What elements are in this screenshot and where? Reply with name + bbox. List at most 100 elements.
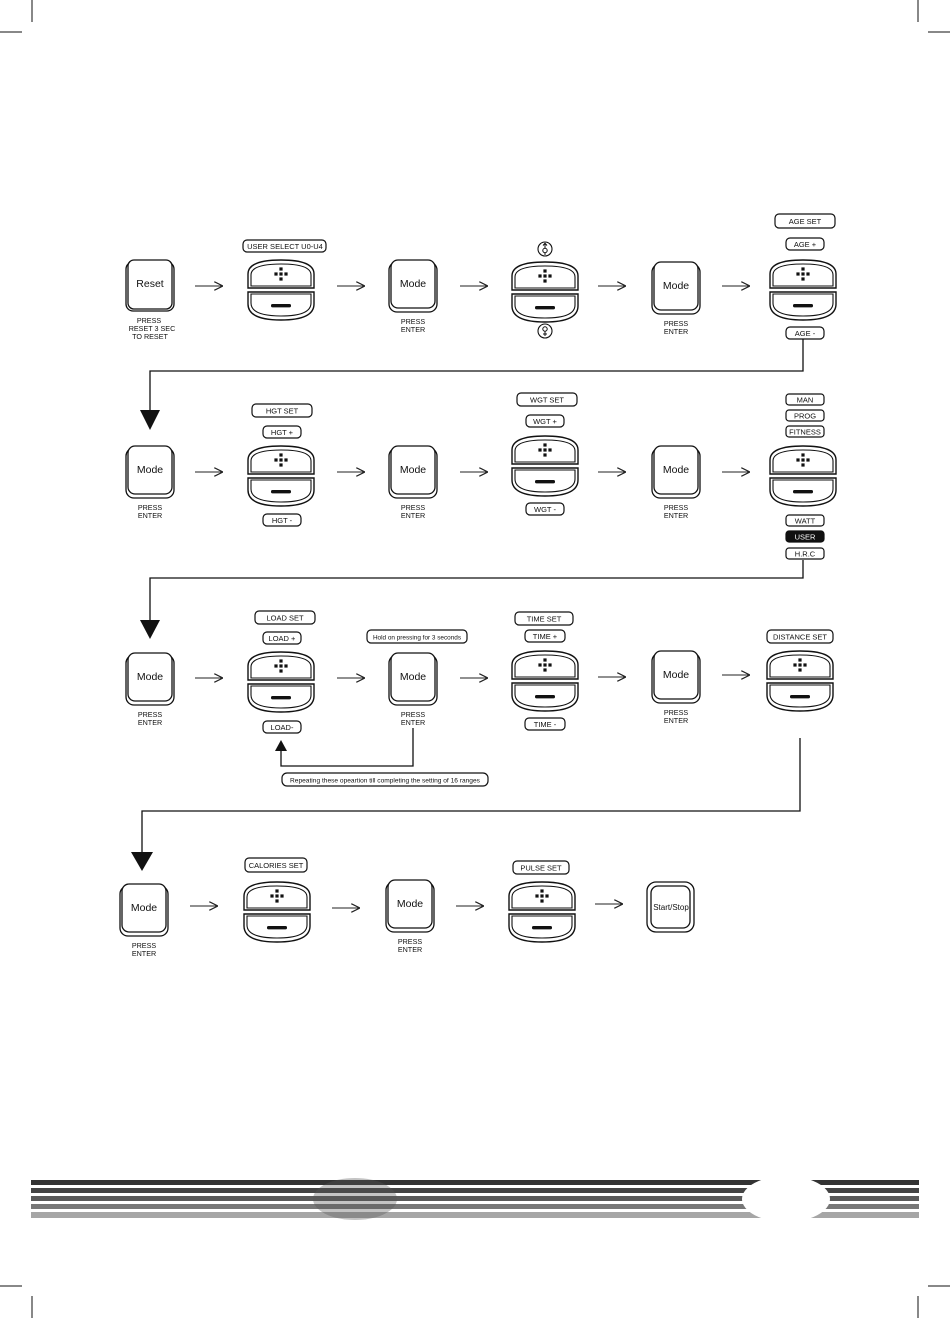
page-number-oval [742, 1176, 830, 1222]
age-plus-tag: AGE + [785, 237, 825, 251]
up-down-keypad-gender[interactable] [511, 261, 579, 323]
up-down-keypad-height[interactable] [247, 445, 315, 507]
svg-text:CALORIES SET: CALORIES SET [249, 861, 304, 870]
up-down-keypad-calories[interactable] [243, 881, 311, 943]
reset-button[interactable]: Reset [125, 259, 175, 312]
program-hrc-tag: H.R.C [785, 547, 825, 560]
up-down-keypad-weight[interactable] [511, 435, 579, 497]
svg-text:TIME +: TIME + [533, 632, 558, 641]
enter-caption: ENTER [401, 325, 425, 334]
svg-text:LOAD +: LOAD + [269, 634, 297, 643]
age-minus-tag: AGE - [785, 326, 825, 340]
enter-caption: ENTER [401, 511, 425, 520]
up-down-keypad-load[interactable] [247, 651, 315, 713]
plus-icon [274, 267, 288, 281]
press-caption: PRESS [401, 503, 426, 512]
reset-label: Reset [136, 278, 164, 290]
minus-icon [532, 926, 552, 930]
hold-note-tag: Hold on pressing for 3 seconds [366, 629, 468, 644]
svg-text:LOAD-: LOAD- [271, 723, 294, 732]
svg-text:HGT SET: HGT SET [266, 407, 299, 416]
repeat-note-tag: Repeating these opeartion till completin… [281, 772, 489, 787]
pulse-set-tag: PULSE SET [512, 860, 570, 875]
svg-text:WATT: WATT [795, 517, 816, 526]
plus-icon [270, 889, 284, 903]
row-1: Reset PRESS RESET 3 SEC TO RESET USER SE… [125, 213, 837, 430]
enter-caption: ENTER [664, 716, 688, 725]
enter-caption: ENTER [664, 511, 688, 520]
hgt-set-tag: HGT SET [251, 403, 313, 418]
program-watt-tag: WATT [785, 514, 825, 527]
plus-icon [535, 889, 549, 903]
repeat-loop-arrowhead [275, 740, 287, 751]
press-caption: PRESS [138, 503, 163, 512]
row-connector-arrowhead [140, 620, 160, 639]
row-connector [149, 560, 804, 620]
press-caption: PRESS [664, 503, 689, 512]
male-symbol-icon [537, 241, 553, 257]
load-set-tag: LOAD SET [254, 610, 316, 625]
plus-icon [538, 658, 552, 672]
press-caption: PRESS [398, 937, 423, 946]
mode-label: Mode [663, 280, 689, 292]
up-down-keypad-pulse[interactable] [508, 881, 576, 943]
up-down-keypad-distance[interactable] [766, 650, 834, 712]
minus-icon [535, 306, 555, 310]
svg-text:DISTANCE SET: DISTANCE SET [773, 633, 827, 642]
time-set-tag: TIME SET [514, 611, 574, 626]
mode-label: Mode [131, 902, 157, 914]
plus-icon [538, 269, 552, 283]
plus-icon [796, 267, 810, 281]
svg-text:AGE SET: AGE SET [789, 217, 822, 226]
distance-set-tag: DISTANCE SET [766, 629, 834, 644]
svg-text:Repeating these opeartion till: Repeating these opeartion till completin… [290, 778, 481, 785]
up-down-keypad-time[interactable] [511, 650, 579, 712]
hgt-minus-tag: HGT - [262, 513, 302, 527]
repeat-loop-line [280, 728, 414, 767]
press-caption: PRESS [132, 941, 157, 950]
minus-icon [793, 490, 813, 494]
row-connector-arrowhead [140, 410, 160, 430]
program-man-tag: MAN [785, 393, 825, 406]
minus-icon [793, 304, 813, 308]
plus-icon [538, 443, 552, 457]
svg-text:HGT -: HGT - [272, 516, 293, 525]
mode-label: Mode [397, 898, 423, 910]
svg-text:HGT +: HGT + [271, 428, 294, 437]
up-down-keypad-user[interactable] [247, 259, 315, 321]
load-plus-tag: LOAD + [262, 631, 302, 645]
mode-label: Mode [663, 669, 689, 681]
minus-icon [271, 490, 291, 494]
plus-icon [274, 453, 288, 467]
hgt-plus-tag: HGT + [262, 425, 302, 439]
row-connector [149, 339, 804, 410]
press-caption: PRESS [401, 317, 426, 326]
svg-text:WGT SET: WGT SET [530, 396, 564, 405]
up-down-keypad-program[interactable] [769, 445, 837, 507]
svg-text:USER: USER [795, 533, 816, 542]
wgt-plus-tag: WGT + [525, 414, 565, 428]
up-down-keypad-age[interactable] [769, 259, 837, 321]
mode-label: Mode [663, 464, 689, 476]
svg-text:WGT -: WGT - [534, 505, 556, 514]
reset-caption-3: TO RESET [132, 332, 168, 341]
press-caption: PRESS [664, 319, 689, 328]
svg-text:AGE +: AGE + [794, 240, 817, 249]
svg-text:AGE -: AGE - [795, 329, 816, 338]
start-stop-button[interactable]: Start/Stop [646, 881, 695, 933]
program-prog-tag: PROG [785, 409, 825, 422]
enter-caption: ENTER [398, 945, 422, 954]
